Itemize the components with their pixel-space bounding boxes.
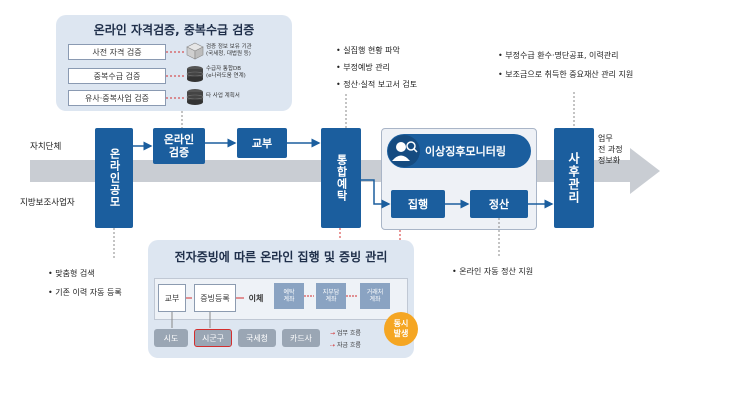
account-deposit: 예탁 계좌 (274, 283, 304, 309)
execution-flow-arrows (171, 295, 358, 328)
monitoring-bullets: • 실집행 현황 파악 • 부정예방 관리 • 정산·실적 보고서 검토 (336, 46, 418, 89)
pre-qualification-box: 사전 자격 검증 (68, 44, 166, 60)
simultaneous-badge: 동시 발생 (384, 312, 418, 346)
bullet-text: 실집행 현황 파악 (343, 46, 400, 55)
dotted-connector-left (113, 228, 115, 258)
dotted-connector-top (181, 111, 183, 129)
panel-connector-lines (166, 51, 186, 99)
legend-text: 업무 흐름 (336, 330, 361, 337)
database-icon (186, 89, 204, 105)
execution-panel-title: 전자증빙에 따른 온라인 집행 및 증빙 관리 (174, 250, 388, 264)
legend-work-flow: → 업무 흐름 (330, 330, 361, 337)
agency-province: 시도 (154, 329, 188, 347)
database-icon (186, 66, 204, 82)
delivery-box: 교부 (237, 128, 287, 158)
settlement-bullets: • 온라인 자동 정산 지원 (452, 267, 534, 276)
step-transfer: 이체 (248, 293, 264, 303)
dotted-connector-mid (345, 94, 347, 134)
bullet-text: 기존 이력 자동 등록 (55, 288, 122, 297)
online-verify-box: 온라인 검증 (153, 128, 205, 164)
legend-fund-flow: ⇢ 자금 흐름 (330, 342, 361, 349)
integrated-budget-box: 통합예탁 (321, 128, 361, 228)
agency-tax-office: 국세청 (238, 329, 276, 347)
account-vendor: 거래처 계좌 (360, 283, 390, 309)
step-delivery: 교부 (158, 284, 186, 312)
bullet-text: 정산·실적 보고서 검토 (343, 80, 418, 89)
box-icon (186, 42, 204, 60)
monitoring-label: 이상징후모니터링 (425, 145, 506, 158)
legend-text: 자금 흐름 (336, 342, 361, 349)
verification-panel-title: 온라인 자격검증, 중복수급 검증 (93, 23, 255, 37)
execution-box: 집행 (391, 190, 445, 218)
bullet-text: 부정예방 관리 (343, 63, 390, 72)
bullet-text: 보조금으로 취득한 중요재산 관리 지원 (505, 70, 634, 79)
bullet-text: 부정수급 환수·명단공표, 이력관리 (505, 51, 619, 60)
db-note-1: 검증 정보 보유 기관 (국세청, 대법원 등) (206, 44, 252, 57)
step-evidence-register: 증빙등록 (194, 284, 236, 312)
label-local-government: 자치단체 (30, 142, 62, 152)
account-local-share: 지부담 계좌 (316, 283, 346, 309)
notice-bullets: • 맞춤형 검색 • 기존 이력 자동 등록 (48, 269, 122, 297)
post-management-box: 사후관리 (554, 128, 594, 228)
post-management-bullets: • 부정수급 환수·명단공표, 이력관리 • 보조금으로 취득한 중요재산 관리… (498, 51, 634, 79)
bullet-text: 맞춤형 검색 (55, 269, 95, 278)
monitoring-person-icon (388, 135, 420, 167)
similar-project-box: 유사·중복사업 검증 (68, 90, 166, 106)
agency-city-county: 시군구 (194, 329, 232, 347)
end-note: 업무 전 과정 정보화 (598, 134, 623, 165)
bullet-text: 온라인 자동 정산 지원 (459, 267, 534, 276)
label-local-subsidy-operator: 지방보조사업자 (20, 198, 75, 208)
duplicate-check-box: 중복수급 검증 (68, 68, 166, 84)
monitoring-header: 이상징후모니터링 (387, 134, 531, 168)
online-notice-box: 온라인공모 (95, 128, 133, 228)
settlement-box: 정산 (470, 190, 528, 218)
agency-card-company: 카드사 (282, 329, 320, 347)
db-note-2: 수급자 통합DB (e나라도움 연계) (206, 66, 246, 79)
db-note-3: 타 사업 계획서 (206, 93, 240, 99)
dotted-connector-settlement (498, 218, 500, 256)
